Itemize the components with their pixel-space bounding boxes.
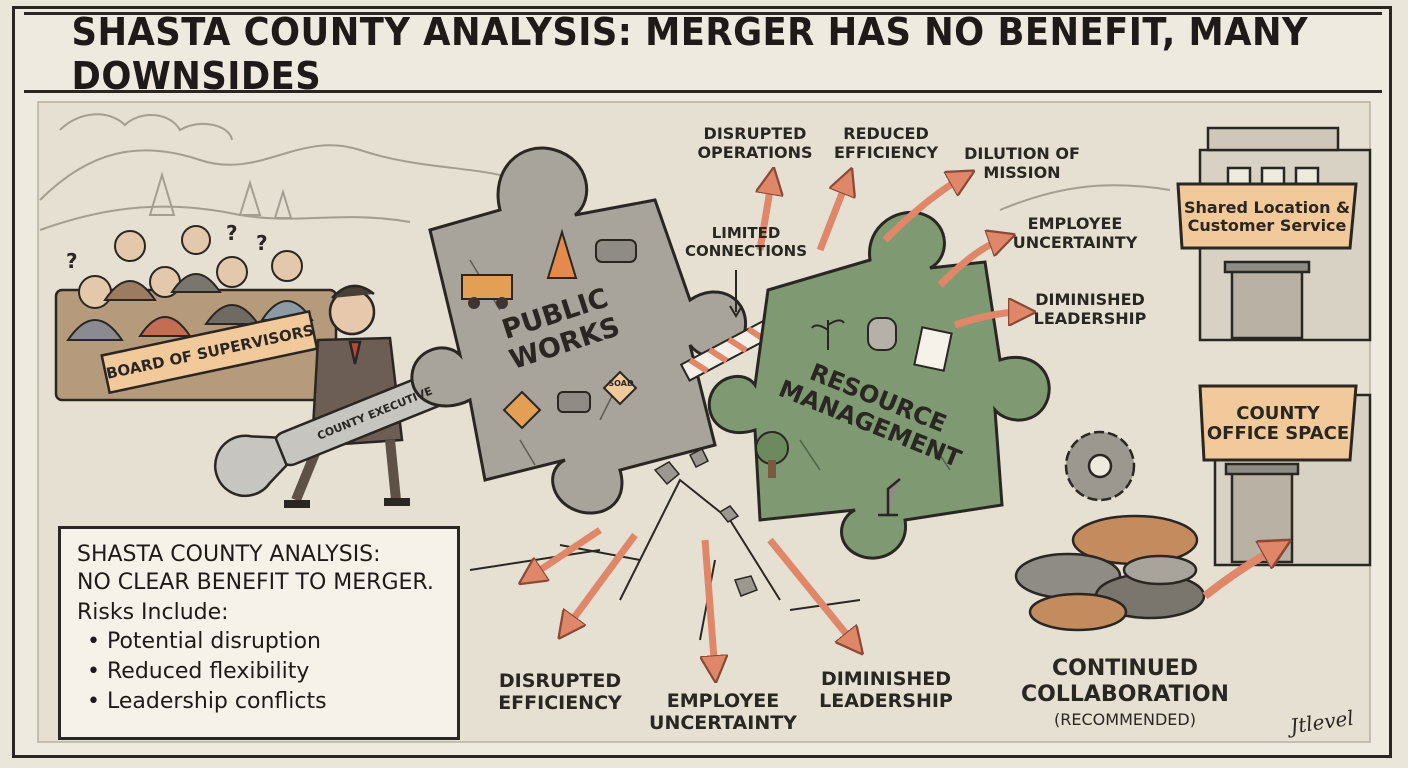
public-works-puzzle — [410, 146, 748, 515]
county-office-sign: COUNTY OFFICE SPACE — [1206, 403, 1350, 444]
effect-disrupted-operations: DISRUPTED OPERATIONS — [697, 124, 813, 163]
question-marks: ??? — [66, 221, 268, 273]
effect-disrupted-efficiency: DISRUPTED EFFICIENCY — [498, 670, 622, 715]
risk-item: Reduced flexibility — [87, 657, 441, 687]
road-sign-text: SOAD — [608, 379, 634, 388]
bottom-effect-arrows — [528, 527, 856, 672]
risk-item: Potential disruption — [87, 627, 441, 657]
faucet-pipe-icon — [557, 391, 591, 413]
effect-employee-uncertainty-bottom: EMPLOYEE UNCERTAINTY — [649, 690, 797, 735]
effect-diminished-leadership: DIMINISHED LEADERSHIP — [1033, 290, 1147, 329]
svg-text:?: ? — [66, 249, 78, 273]
summary-line-1: SHASTA COUNTY ANALYSIS: — [77, 542, 381, 567]
svg-text:?: ? — [226, 221, 238, 245]
analysis-summary-box: SHASTA COUNTY ANALYSIS: NO CLEAR BENEFIT… — [58, 526, 460, 740]
shared-location-building — [1176, 126, 1372, 342]
arrow-dilution-of-mission — [882, 176, 965, 243]
svg-text:?: ? — [256, 231, 268, 255]
board-sign-plate — [100, 309, 319, 395]
county-office-building — [1198, 384, 1372, 567]
arrow-employee-uncertainty — [937, 238, 1005, 288]
shared-location-banner-text: Shared Location & Customer Service — [1184, 198, 1350, 235]
arrow-disrupted-efficiency — [565, 532, 638, 630]
traffic-cone-icon — [546, 228, 578, 279]
collaboration-arrow — [1202, 546, 1280, 600]
arrow-reduced-efficiency — [816, 178, 848, 252]
arrow-disrupted-operations — [760, 178, 772, 251]
dump-truck-icon — [461, 274, 513, 309]
continued-collaboration-label: CONTINUED COLLABORATION — [1021, 656, 1229, 707]
effect-diminished-leadership-bottom: DIMINISHED LEADERSHIP — [819, 668, 953, 713]
water-tank-icon — [867, 317, 897, 351]
microscope-icon — [878, 478, 901, 517]
plant-icon — [811, 319, 845, 350]
arrow-left-small — [528, 527, 602, 578]
rubble — [653, 447, 758, 597]
title-rule-top — [24, 12, 1382, 15]
recommended-note: (RECOMMENDED) — [1054, 710, 1196, 729]
risks-list: Potential disruption Reduced flexibility… — [77, 627, 441, 717]
arrow-diminished-leadership — [953, 312, 1025, 329]
risk-item: Leadership conflicts — [87, 687, 441, 717]
effect-employee-uncertainty: EMPLOYEE UNCERTAINTY — [1012, 214, 1138, 253]
risks-heading: Risks Include: — [77, 600, 229, 626]
document-icon — [913, 326, 953, 372]
shared-location-banner — [1176, 182, 1358, 250]
county-office-sign-plate — [1198, 384, 1358, 462]
effect-reduced-efficiency: REDUCED EFFICIENCY — [833, 124, 939, 163]
top-effect-arrows — [760, 176, 1025, 329]
limited-connections-label: LIMITED CONNECTIONS — [684, 224, 808, 260]
warning-sign-icon — [502, 390, 542, 430]
landscape — [39, 113, 1171, 231]
arrow-diminished-leadership-bottom — [767, 537, 856, 646]
pipe-icon — [595, 239, 637, 263]
title-rule-bottom — [24, 90, 1382, 93]
effect-dilution-of-mission: DILUTION OF MISSION — [964, 144, 1080, 183]
tree-icon — [755, 431, 789, 478]
gears-icon — [1014, 430, 1206, 632]
supervisors — [66, 225, 314, 341]
arrow-employee-uncertainty-bottom — [705, 539, 715, 672]
resource-management-puzzle — [707, 210, 1051, 560]
road-sign-icon — [602, 370, 638, 406]
summary-line-2: NO CLEAR BENEFIT TO MERGER. — [77, 570, 434, 596]
